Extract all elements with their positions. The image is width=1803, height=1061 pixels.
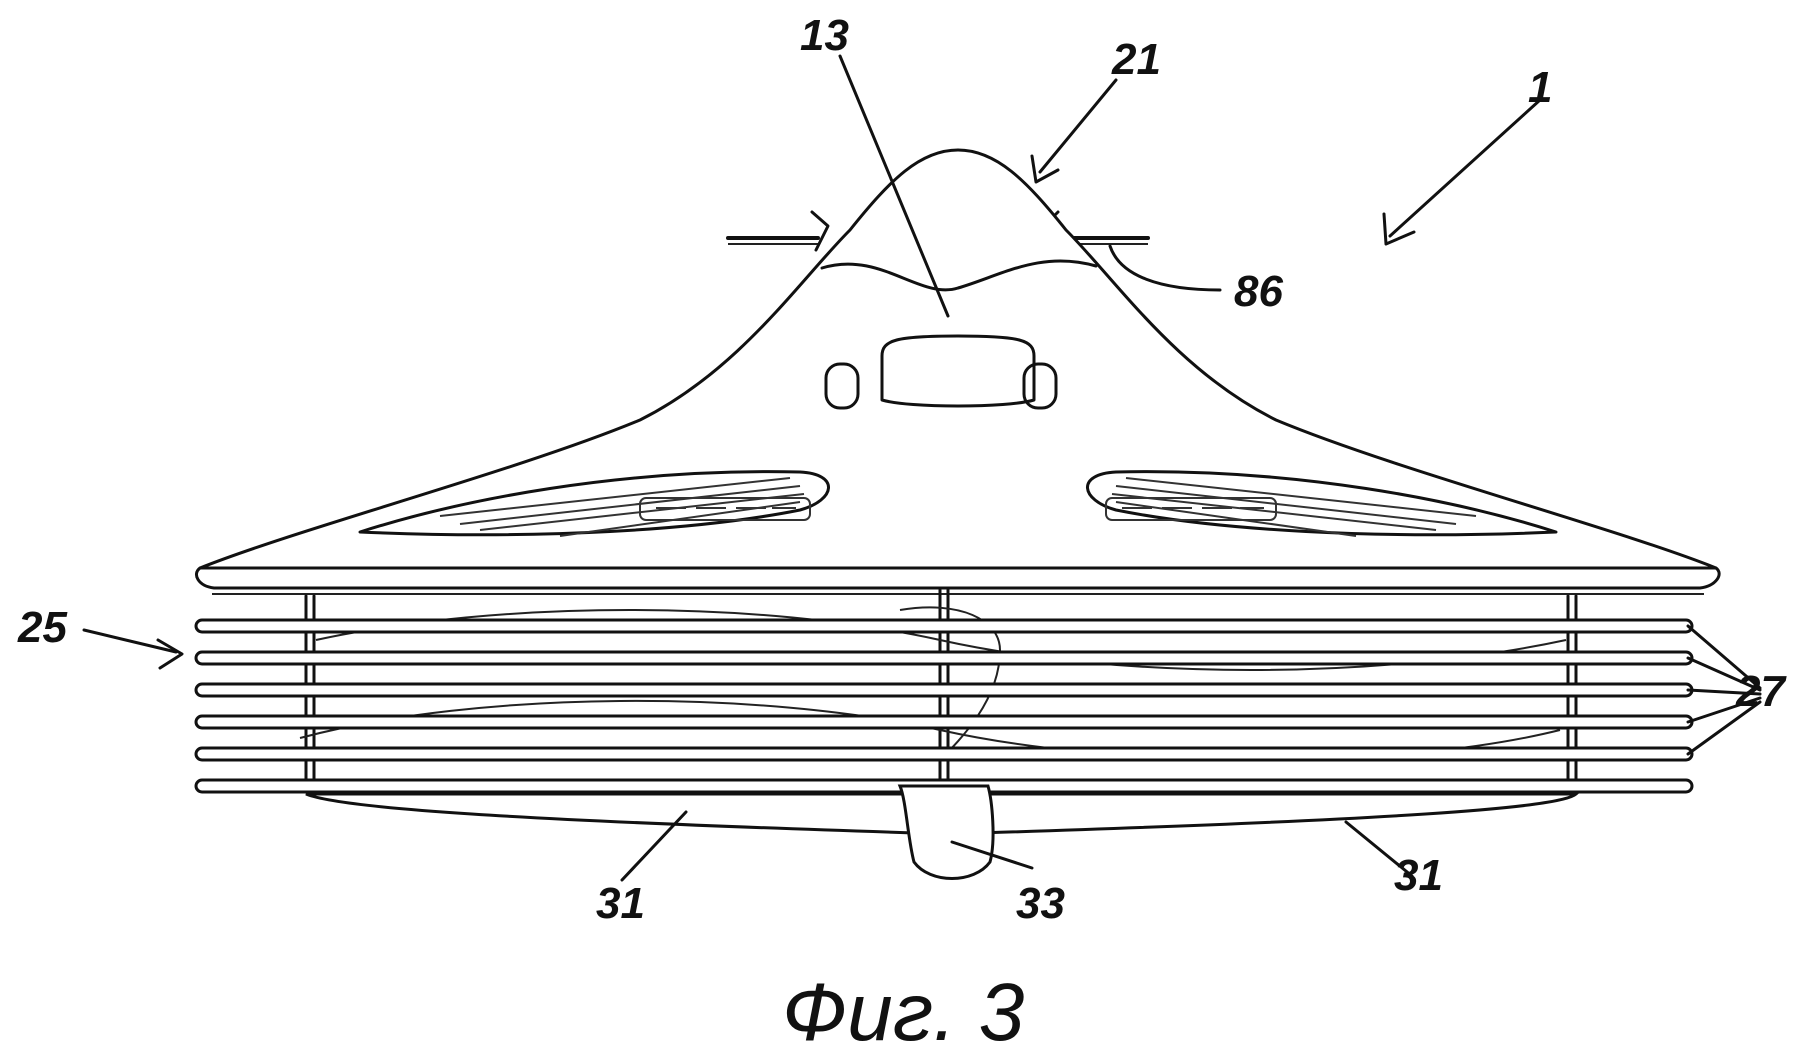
hub (899, 606, 1002, 761)
bottom-tab (897, 784, 995, 880)
label-25: 25 (17, 603, 67, 652)
label-1: 1 (1528, 63, 1552, 112)
rib-stack (194, 618, 1694, 794)
upper-rim (195, 566, 1721, 590)
label-13: 13 (800, 11, 849, 60)
side-rod-left (726, 210, 830, 252)
reference-labels: 13 21 1 86 25 27 31 33 31 (17, 11, 1787, 928)
left-vent (358, 470, 830, 537)
blade-upper (315, 609, 1567, 671)
rib-2 (194, 650, 1694, 666)
dome-inner-curve (820, 259, 1098, 292)
rib-3 (194, 682, 1694, 698)
upper-body-outline (199, 148, 1717, 570)
center-window (880, 334, 1036, 408)
leader-lines (82, 54, 1762, 882)
label-31-right: 31 (1394, 851, 1443, 900)
label-86: 86 (1234, 267, 1283, 316)
rib-4 (194, 714, 1694, 730)
right-button (1022, 362, 1058, 410)
label-27: 27 (1735, 667, 1787, 716)
label-21: 21 (1111, 35, 1161, 84)
figure-caption: Фиг. 3 (782, 967, 1024, 1058)
device-drawing (194, 148, 1721, 880)
left-button (824, 362, 860, 410)
rib-5 (194, 746, 1694, 762)
right-vent (1086, 470, 1558, 537)
label-31-left: 31 (596, 879, 645, 928)
label-33: 33 (1016, 879, 1065, 928)
rib-1 (194, 618, 1694, 634)
